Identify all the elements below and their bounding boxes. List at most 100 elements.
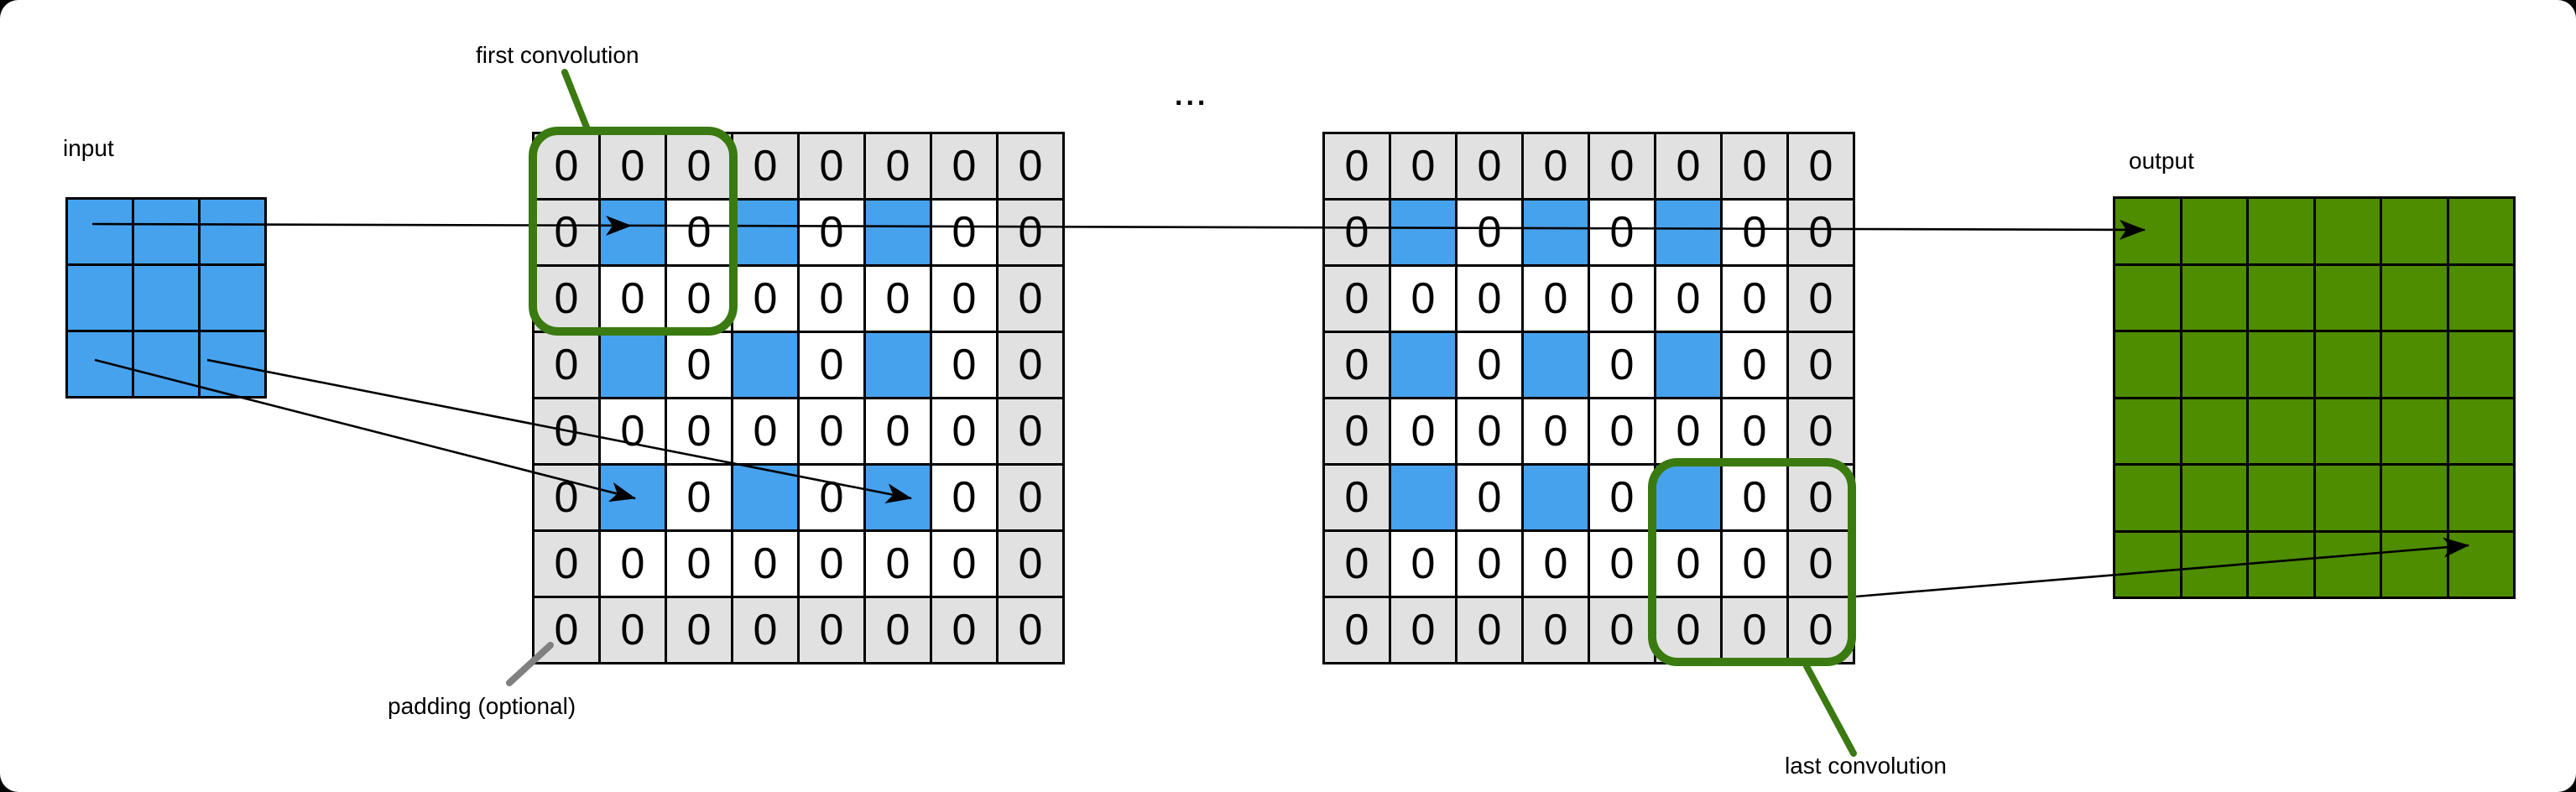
cell-r6-c4: 0 [1590, 532, 1654, 596]
cell-r2-c0: 0 [1325, 267, 1389, 331]
cell-r1-c2 [2249, 265, 2313, 330]
cell-r4-c5: 0 [866, 399, 930, 463]
cell-r4-c6: 0 [932, 399, 996, 463]
cell-r7-c7: 0 [999, 598, 1062, 662]
cell-r0-c2: 0 [667, 134, 731, 198]
cell-r5-c2: 0 [1457, 466, 1521, 529]
cell-r2-c0: 0 [534, 267, 598, 331]
cell-r0-c4: 0 [1590, 134, 1654, 198]
cell-r1-c6: 0 [1723, 201, 1786, 264]
cell-r4-c3 [2315, 466, 2380, 530]
cell-r7-c6: 0 [932, 598, 996, 662]
last-convolution-label: last convolution [1785, 753, 1948, 779]
cell-r2-c6: 0 [1723, 267, 1786, 331]
cell-r3-c5 [1656, 333, 1720, 397]
cell-r6-c1: 0 [601, 532, 665, 596]
cell-r3-c1 [2182, 399, 2246, 463]
cell-r6-c3: 0 [733, 532, 797, 596]
cell-r1-c7: 0 [999, 201, 1062, 264]
cell-r5-c4: 0 [800, 466, 863, 529]
cell-r4-c6: 0 [1723, 399, 1786, 463]
cell-r7-c6: 0 [1723, 598, 1786, 662]
cell-r5-c5 [866, 466, 930, 529]
cell-r7-c1: 0 [1391, 598, 1455, 662]
cell-r1-c4 [2382, 265, 2447, 330]
cell-r4-c0: 0 [1325, 399, 1389, 463]
cell-r5-c6: 0 [1723, 466, 1786, 529]
cell-r3-c5 [866, 333, 930, 397]
cell-r4-c3: 0 [733, 399, 797, 463]
cell-r5-c7: 0 [999, 466, 1062, 529]
cell-r5-c1 [601, 466, 665, 529]
cell-r7-c3: 0 [733, 598, 797, 662]
cell-r0-c3: 0 [1524, 134, 1588, 198]
cell-r0-c5: 0 [866, 134, 930, 198]
cell-r2-c5 [2448, 332, 2513, 397]
cell-r6-c0: 0 [534, 532, 598, 596]
cell-r6-c0: 0 [1325, 532, 1389, 596]
cell-r2-c3 [2315, 332, 2380, 397]
cell-r6-c5: 0 [1656, 532, 1720, 596]
cell-r6-c6: 0 [932, 532, 996, 596]
cell-r2-c2 [2249, 332, 2313, 397]
cell-r0-c2 [201, 200, 264, 263]
cell-r5-c0: 0 [534, 466, 598, 529]
cell-r3-c4: 0 [1590, 333, 1654, 397]
cell-r4-c2 [2249, 466, 2313, 530]
cell-r1-c0: 0 [534, 201, 598, 264]
last-convolution-leader-line [1803, 663, 1857, 757]
cell-r2-c3: 0 [1524, 267, 1588, 331]
cell-r2-c7: 0 [999, 267, 1062, 331]
cell-r6-c4: 0 [800, 532, 863, 596]
cell-r4-c7: 0 [1789, 399, 1853, 463]
first-convolution-leader-line [561, 69, 591, 133]
cell-r0-c3: 0 [733, 134, 797, 198]
cell-r6-c1: 0 [1391, 532, 1455, 596]
cell-r7-c1: 0 [601, 598, 665, 662]
cell-r3-c1 [601, 333, 665, 397]
cell-r0-c2 [2249, 199, 2313, 263]
cell-r6-c2: 0 [667, 532, 731, 596]
cell-r5-c4: 0 [1590, 466, 1654, 529]
cell-r2-c1 [2182, 332, 2246, 397]
cell-r0-c4 [2382, 199, 2447, 263]
cell-r1-c5 [1656, 201, 1720, 264]
cell-r1-c3 [733, 201, 797, 264]
cell-r5-c2: 0 [667, 466, 731, 529]
cell-r1-c7: 0 [1789, 201, 1853, 264]
cell-r3-c5 [2448, 399, 2513, 463]
cell-r7-c5: 0 [1656, 598, 1720, 662]
cell-r4-c4: 0 [1590, 399, 1654, 463]
cell-r7-c2: 0 [667, 598, 731, 662]
cell-r5-c2 [2249, 532, 2313, 597]
cell-r5-c6: 0 [932, 466, 996, 529]
cell-r7-c2: 0 [1457, 598, 1521, 662]
cell-r1-c0 [2115, 265, 2180, 330]
cell-r2-c0 [68, 332, 132, 396]
cell-r3-c4: 0 [800, 333, 863, 397]
cell-r3-c3 [733, 333, 797, 397]
cell-r2-c7: 0 [1789, 267, 1853, 331]
cell-r0-c2: 0 [1457, 134, 1521, 198]
cell-r7-c4: 0 [1590, 598, 1654, 662]
output-grid [2113, 196, 2516, 599]
ellipsis-label: ... [1175, 80, 1209, 112]
cell-r1-c1 [2182, 265, 2246, 330]
cell-r0-c5: 0 [1656, 134, 1720, 198]
cell-r3-c3 [1524, 333, 1588, 397]
cell-r4-c0 [2115, 466, 2180, 530]
cell-r4-c4 [2382, 466, 2447, 530]
cell-r7-c5: 0 [866, 598, 930, 662]
cell-r6-c5: 0 [866, 532, 930, 596]
cell-r6-c7: 0 [999, 532, 1062, 596]
cell-r5-c0 [2115, 532, 2180, 597]
cell-r5-c4 [2382, 532, 2447, 597]
cell-r3-c6: 0 [932, 333, 996, 397]
cell-r6-c7: 0 [1789, 532, 1853, 596]
input-label: input [63, 135, 114, 161]
cell-r0-c1 [134, 200, 198, 263]
cell-r4-c1 [2182, 466, 2246, 530]
cell-r1-c2: 0 [667, 201, 731, 264]
